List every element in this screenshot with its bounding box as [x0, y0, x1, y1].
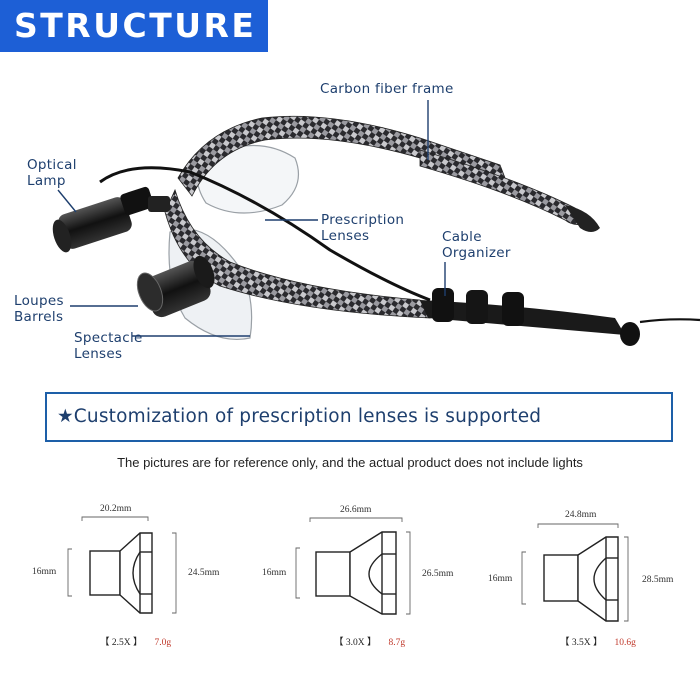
customization-message: Customization of prescription lenses is … [73, 406, 542, 427]
lamp-cable [639, 318, 700, 324]
spec-3-top-width: 24.8mm [565, 510, 597, 520]
callout-optical-lamp-line1: Optical [27, 157, 77, 173]
callout-leader-lines [57, 100, 446, 337]
far-temple-arm [419, 149, 589, 225]
customization-box: ★Customization of prescription lenses is… [45, 392, 673, 442]
callout-spectacle-lenses: Spectacle Lenses [74, 330, 143, 362]
spec-1-top-width: 20.2mm [100, 504, 132, 514]
spec-2-right-height: 26.5mm [422, 569, 454, 579]
temple-end-knob [620, 322, 640, 346]
frame-brow [177, 115, 506, 197]
spec-1-magnification: 【 2.5X 】 [100, 638, 143, 648]
spec-2-weight: 8.7g [388, 638, 406, 648]
disclaimer-text: The pictures are for reference only, and… [117, 455, 583, 470]
header-title: STRUCTURE [14, 6, 257, 45]
dimension-lines [67, 516, 629, 622]
callout-cable-organizer: Cable Organizer [442, 229, 511, 261]
spec-1-label: 【 2.5X 】 7.0g [100, 634, 171, 648]
callout-loupes-barrels: Loupes Barrels [14, 293, 64, 325]
callout-prescription-lenses-line1: Prescription [321, 212, 405, 228]
callout-cable-organizer-line1: Cable [442, 229, 482, 245]
callout-loupes-barrels-line2: Barrels [14, 309, 64, 325]
spec-1-weight: 7.0g [154, 638, 172, 648]
callout-cable-organizer-line2: Organizer [442, 245, 511, 261]
callout-loupes-barrels-line1: Loupes [14, 293, 64, 309]
cable-organizer-spirals [432, 288, 524, 326]
loupe-drawing-3-5x [543, 536, 619, 622]
spec-2-top-width: 26.6mm [340, 505, 372, 515]
customization-text: ★Customization of prescription lenses is… [57, 406, 541, 427]
loupe-barrel-shape [136, 255, 215, 318]
callout-optical-lamp-line2: Lamp [27, 173, 66, 189]
callout-prescription-lenses: Prescription Lenses [321, 212, 404, 244]
optical-lamp-shape [52, 186, 170, 253]
lamp-cable-front [99, 166, 431, 302]
spec-1-right-height: 24.5mm [188, 568, 220, 578]
callout-spectacle-lenses-line2: Lenses [74, 346, 123, 362]
spec-3-right-height: 28.5mm [642, 575, 674, 585]
header-banner: STRUCTURE [0, 0, 268, 52]
loupe-drawing-2-5x [89, 532, 153, 614]
spec-1-left-height: 16mm [32, 567, 57, 577]
loupe-drawing-3-0x [315, 531, 397, 615]
far-temple-tip [565, 205, 600, 232]
star-icon: ★ [57, 406, 74, 427]
callout-carbon-fiber-frame-text: Carbon fiber frame [320, 81, 454, 97]
spec-3-label: 【 3.5X 】 10.6g [560, 634, 636, 648]
spec-3-weight: 10.6g [614, 638, 636, 648]
spec-3-magnification: 【 3.5X 】 [560, 638, 603, 648]
callout-prescription-lenses-line2: Lenses [321, 228, 370, 244]
prescription-lens-shape [196, 144, 299, 214]
callout-carbon-fiber-frame: Carbon fiber frame [320, 81, 454, 97]
spec-2-label: 【 3.0X 】 8.7g [334, 634, 405, 648]
callout-spectacle-lenses-line1: Spectacle [74, 330, 143, 346]
spec-2-left-height: 16mm [262, 568, 287, 578]
spec-3-left-height: 16mm [488, 574, 513, 584]
spec-2-magnification: 【 3.0X 】 [334, 638, 377, 648]
callout-optical-lamp: Optical Lamp [27, 157, 77, 189]
